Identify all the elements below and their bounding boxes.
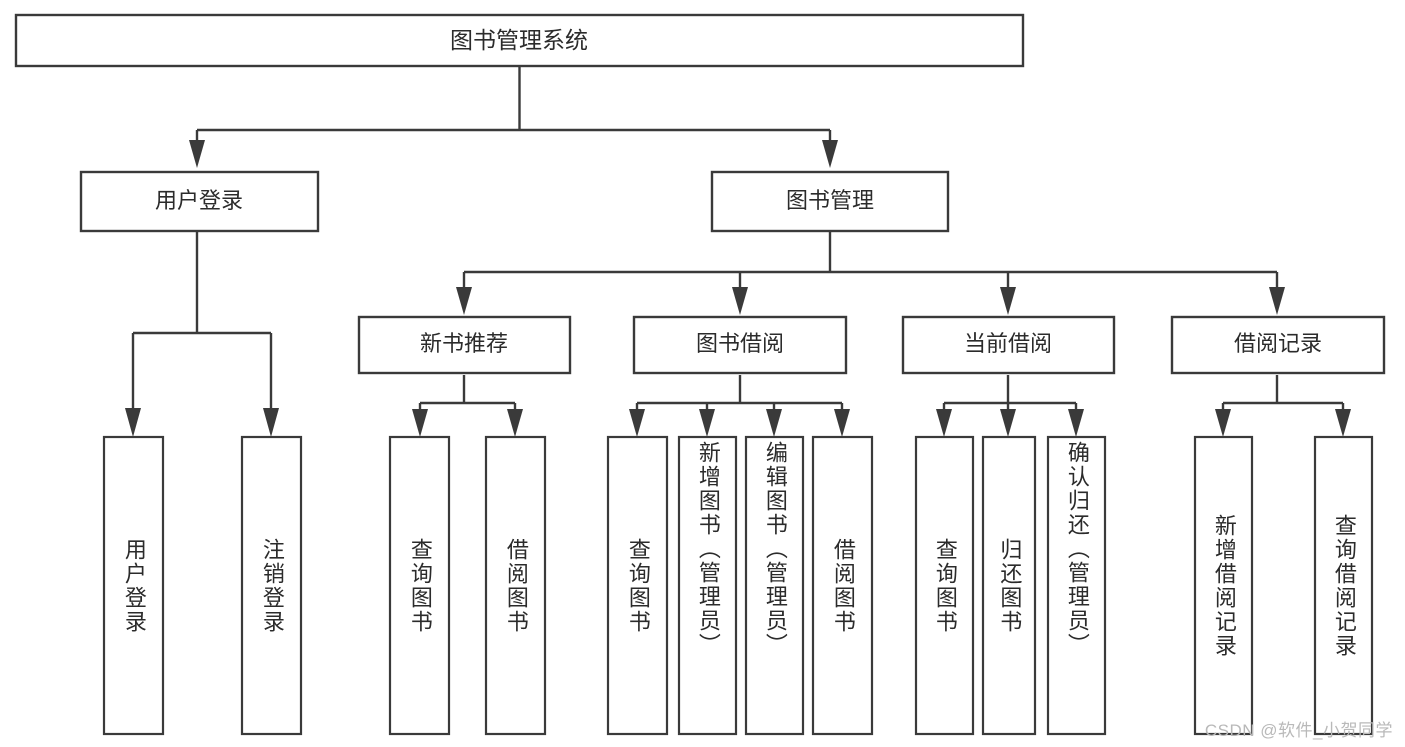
arrow-head-bb-leaf3: [766, 409, 782, 437]
node-borrow-record[interactable]: 借阅记录: [1170, 315, 1386, 375]
leaf-group-borrow-record: [1193, 435, 1374, 736]
arrow-head-br-leaf1: [1215, 409, 1231, 437]
leaf-box-book-borrow-1[interactable]: [606, 435, 669, 736]
arrow-head-ul-leaf1: [125, 408, 141, 437]
arrow-head-new-book: [456, 287, 472, 315]
leaf-group-new-book-recommend: [388, 435, 547, 736]
leaf-box-borrow-record-2[interactable]: [1313, 435, 1374, 736]
node-user-login-label: 用户登录: [155, 188, 243, 213]
connector-group-borrow-record-children: [1215, 375, 1351, 437]
arrow-head-nb-leaf2: [507, 409, 523, 437]
arrow-head-bb-leaf2: [699, 409, 715, 437]
arrow-head-current-borrow: [1000, 287, 1016, 315]
arrow-head-user-login: [189, 140, 205, 168]
arrow-head-bb-leaf1: [629, 409, 645, 437]
node-root-label: 图书管理系统: [450, 27, 588, 53]
connector-group-book-manage-children: [456, 232, 1285, 315]
leaf-box-current-borrow-2[interactable]: [981, 435, 1037, 736]
arrow-head-cb-leaf2: [1000, 409, 1016, 437]
arrow-head-bb-leaf4: [834, 409, 850, 437]
node-book-management-box[interactable]: [710, 170, 950, 233]
leaf-box-user-login-2[interactable]: [240, 435, 303, 736]
arrow-head-borrow-record: [1269, 287, 1285, 315]
node-new-book-recommend[interactable]: 新书推荐: [357, 315, 572, 375]
connector-group-current-borrow-children: [936, 375, 1084, 437]
connector-group-root-to-level2: [189, 66, 838, 168]
leaf-box-new-book-1[interactable]: [388, 435, 451, 736]
node-root-box[interactable]: [14, 13, 1025, 68]
leaf-box-book-borrow-3[interactable]: [744, 435, 805, 736]
node-borrow-record-box[interactable]: [1170, 315, 1386, 375]
leaf-group-current-borrow: [914, 435, 1107, 736]
connector-group-book-borrow-children: [629, 375, 850, 437]
node-current-borrow[interactable]: 当前借阅: [901, 315, 1116, 375]
node-book-management[interactable]: 图书管理: [710, 170, 950, 233]
leaf-box-current-borrow-1[interactable]: [914, 435, 975, 736]
watermark-text: CSDN @软件_小贺同学: [1204, 721, 1393, 740]
node-current-borrow-box[interactable]: [901, 315, 1116, 375]
node-current-borrow-label: 当前借阅: [964, 331, 1052, 356]
node-user-login-box[interactable]: [79, 170, 320, 233]
arrow-head-book-borrow: [732, 287, 748, 315]
leaf-box-book-borrow-4[interactable]: [811, 435, 874, 736]
arrow-head-book-manage: [822, 140, 838, 168]
node-borrow-record-label: 借阅记录: [1234, 331, 1322, 356]
arrow-head-nb-leaf1: [412, 409, 428, 437]
leaf-box-current-borrow-3[interactable]: [1046, 435, 1107, 736]
leaf-box-borrow-record-1[interactable]: [1193, 435, 1254, 736]
node-book-borrow-box[interactable]: [632, 315, 848, 375]
leaf-group-book-borrow: [606, 435, 874, 736]
leaf-box-new-book-2[interactable]: [484, 435, 547, 736]
node-root-system[interactable]: 图书管理系统: [14, 13, 1025, 68]
node-new-book-recommend-label: 新书推荐: [420, 331, 508, 356]
connector-group-user-login-children: [125, 232, 279, 437]
node-book-management-label: 图书管理: [786, 188, 874, 213]
leaf-box-book-borrow-2[interactable]: [677, 435, 738, 736]
arrow-head-br-leaf2: [1335, 409, 1351, 437]
node-book-borrow[interactable]: 图书借阅: [632, 315, 848, 375]
node-user-login[interactable]: 用户登录: [79, 170, 320, 233]
arrow-head-cb-leaf3: [1068, 409, 1084, 437]
arrow-head-ul-leaf2: [263, 408, 279, 437]
node-new-book-recommend-box[interactable]: [357, 315, 572, 375]
connector-group-new-book-children: [412, 375, 523, 437]
leaf-group-user-login: [102, 435, 303, 736]
leaf-box-user-login-1[interactable]: [102, 435, 165, 736]
node-book-borrow-label: 图书借阅: [696, 331, 784, 356]
arrow-head-cb-leaf1: [936, 409, 952, 437]
